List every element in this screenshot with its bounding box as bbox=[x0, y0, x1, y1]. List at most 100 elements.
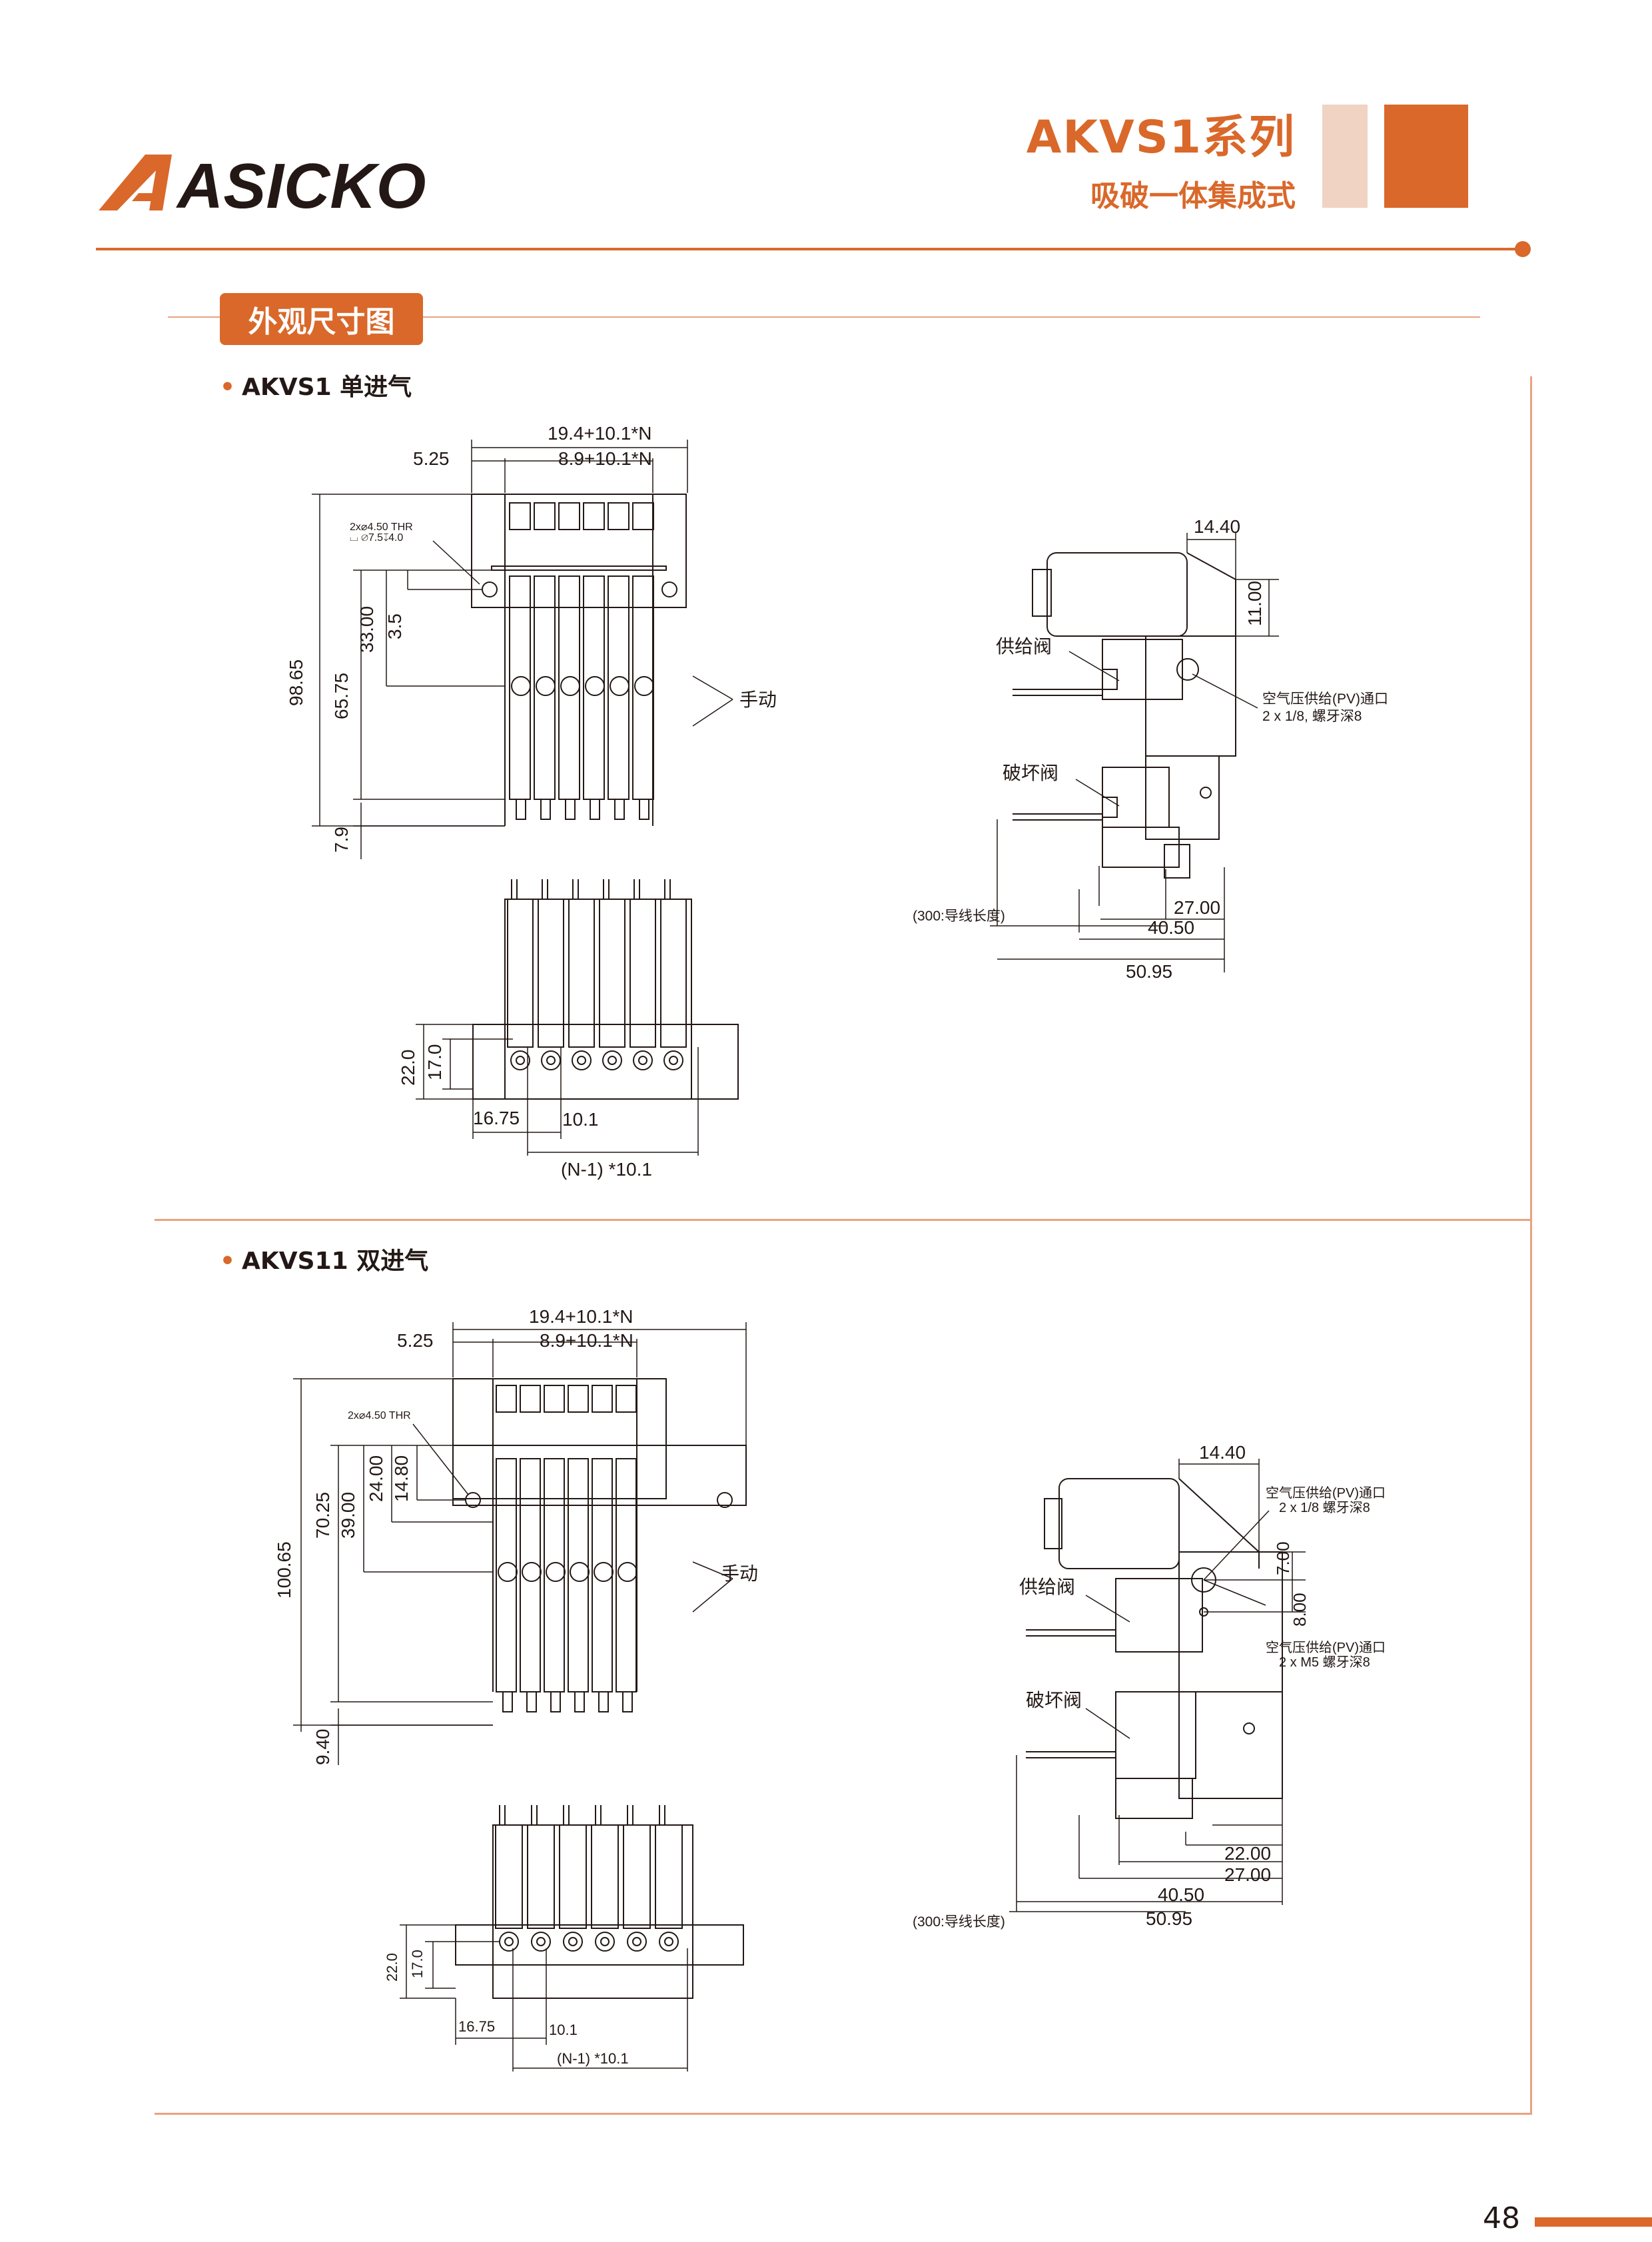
dim-h-top: 11.00 bbox=[1244, 581, 1265, 626]
heading-single: •AKVS1 单进气 bbox=[220, 374, 412, 401]
coil-window bbox=[558, 502, 580, 530]
series-title: AKVS1系列 bbox=[1026, 111, 1296, 164]
valve-coil bbox=[495, 1824, 523, 1929]
section-rule bbox=[168, 316, 1480, 318]
valve-coil bbox=[629, 899, 656, 1048]
heading-double: •AKVS11 双进气 bbox=[220, 1248, 429, 1275]
dim-bottom-w3-2: (N-1) *10.1 bbox=[557, 2050, 629, 2067]
port-outer bbox=[510, 1050, 530, 1070]
double-side-view: 14.40 空气压供给(PV)通口 2 x 1/8 螺牙深8 7.00 8.00… bbox=[913, 1442, 1386, 1930]
valve-port bbox=[546, 1562, 566, 1582]
series-subtitle: 吸破一体集成式 bbox=[1090, 179, 1296, 213]
manual-label-2: 手动 bbox=[721, 1563, 758, 1584]
dim-bottom-h1-2: 22.0 bbox=[384, 1953, 400, 1982]
dim-bottom-w1: 16.75 bbox=[473, 1108, 520, 1128]
wire-length: (300:导线长度) bbox=[913, 909, 1005, 924]
port-outer bbox=[663, 1050, 683, 1070]
valve-nozzle bbox=[516, 799, 526, 820]
dim-d3-2: 50.95 bbox=[1146, 1908, 1192, 1929]
single-side-view: 14.40 11.00 供给阀 破坏阀 空气压供给(PV)通口 2 x 1/8,… bbox=[913, 516, 1388, 982]
port-inner bbox=[600, 1937, 610, 1946]
break-valve-label-2: 破坏阀 bbox=[1026, 1690, 1082, 1710]
port-inner bbox=[536, 1937, 546, 1946]
dim-d2: 40.50 bbox=[1148, 917, 1194, 938]
valve-nozzle bbox=[639, 799, 649, 820]
port-outer bbox=[633, 1050, 653, 1070]
valve-coil bbox=[660, 899, 687, 1048]
dim-w-top-2: 14.40 bbox=[1199, 1442, 1246, 1463]
dim-h-79: 7.9 bbox=[331, 827, 352, 853]
port-b-label-2: 2 x M5 螺牙深8 bbox=[1279, 1655, 1370, 1670]
valve-coil bbox=[655, 1824, 683, 1929]
dim-d2-2: 40.50 bbox=[1158, 1884, 1204, 1905]
valve-port bbox=[570, 1562, 590, 1582]
port-inner bbox=[504, 1937, 514, 1946]
dim-h-33: 33.00 bbox=[356, 606, 377, 653]
port-inner bbox=[632, 1937, 641, 1946]
dim-bottom-w3: (N-1) *10.1 bbox=[561, 1159, 652, 1180]
port-inner bbox=[638, 1056, 647, 1065]
valve-body bbox=[632, 575, 654, 800]
dim-w-top: 14.40 bbox=[1194, 516, 1240, 537]
dim-pitch-total: 8.9+10.1*N bbox=[558, 448, 652, 469]
port-inner bbox=[577, 1056, 586, 1065]
dim-bottom-w1-2: 16.75 bbox=[458, 2018, 495, 2035]
port-outer bbox=[627, 1932, 647, 1952]
valve-port bbox=[594, 1562, 614, 1582]
valve-port bbox=[522, 1562, 542, 1582]
dim-h-24: 24.00 bbox=[366, 1455, 386, 1502]
valve-nozzle bbox=[565, 799, 576, 820]
hole-note-2: ⌴ ⌀7.5↧4.0 bbox=[350, 532, 403, 544]
dim-bottom-h2-2: 17.0 bbox=[409, 1950, 426, 1978]
port-b-label-1: 空气压供给(PV)通口 bbox=[1266, 1640, 1386, 1655]
port-outer bbox=[572, 1050, 592, 1070]
dim-h-65: 65.75 bbox=[331, 673, 352, 719]
valve-port bbox=[610, 676, 629, 696]
coil-window bbox=[592, 1385, 613, 1413]
valve-port bbox=[618, 1562, 637, 1582]
port-outer bbox=[602, 1050, 622, 1070]
wire-length-2: (300:导线长度) bbox=[913, 1914, 1005, 1930]
valve-nozzle bbox=[526, 1691, 537, 1712]
valve-coil bbox=[559, 1824, 587, 1929]
port-inner bbox=[669, 1056, 678, 1065]
section-title: 外观尺寸图 bbox=[220, 293, 423, 345]
break-valve-label: 破坏阀 bbox=[1003, 763, 1058, 783]
coil-window bbox=[544, 1385, 565, 1413]
coil-window bbox=[632, 502, 654, 530]
valve-port bbox=[560, 676, 580, 696]
dim-h-total-2: 100.65 bbox=[274, 1541, 294, 1599]
dim-pitch-total-2: 8.9+10.1*N bbox=[540, 1330, 633, 1351]
header-rule-dot bbox=[1515, 241, 1531, 257]
valve-port bbox=[536, 676, 556, 696]
supply-valve-label: 供给阀 bbox=[996, 636, 1052, 657]
valve-port bbox=[498, 1562, 518, 1582]
port-a-label-2: 2 x 1/8 螺牙深8 bbox=[1279, 1500, 1370, 1515]
coil-window bbox=[534, 502, 556, 530]
port-outer bbox=[659, 1932, 679, 1952]
valve-coil bbox=[591, 1824, 619, 1929]
frame-bottom bbox=[155, 2113, 1531, 2115]
valve-nozzle bbox=[614, 799, 625, 820]
svg-text:ASICKO: ASICKO bbox=[176, 152, 426, 213]
dim-h-total: 98.65 bbox=[286, 659, 306, 706]
dim-d1: 27.00 bbox=[1174, 897, 1220, 918]
hole-note-2a: 2x⌀4.50 THR bbox=[348, 1410, 411, 1421]
port-inner bbox=[516, 1056, 525, 1065]
port-outer bbox=[595, 1932, 615, 1952]
decor-block-light bbox=[1322, 105, 1368, 208]
dim-h-35: 3.5 bbox=[384, 613, 405, 639]
valve-nozzle bbox=[502, 1691, 513, 1712]
port-outer bbox=[499, 1932, 519, 1952]
dim-overall: 19.4+10.1*N bbox=[548, 423, 651, 444]
port-inner bbox=[546, 1056, 556, 1065]
dim-overall-2: 19.4+10.1*N bbox=[529, 1306, 633, 1327]
coil-window bbox=[496, 1385, 517, 1413]
valve-coil bbox=[623, 1824, 651, 1929]
port-label-1: 空气压供给(PV)通口 bbox=[1262, 691, 1388, 707]
valve-port bbox=[511, 676, 531, 696]
dim-bottom-h2: 17.0 bbox=[424, 1044, 445, 1081]
dim-d0: 22.00 bbox=[1224, 1843, 1271, 1864]
port-outer bbox=[531, 1932, 551, 1952]
valve-body bbox=[583, 575, 605, 800]
